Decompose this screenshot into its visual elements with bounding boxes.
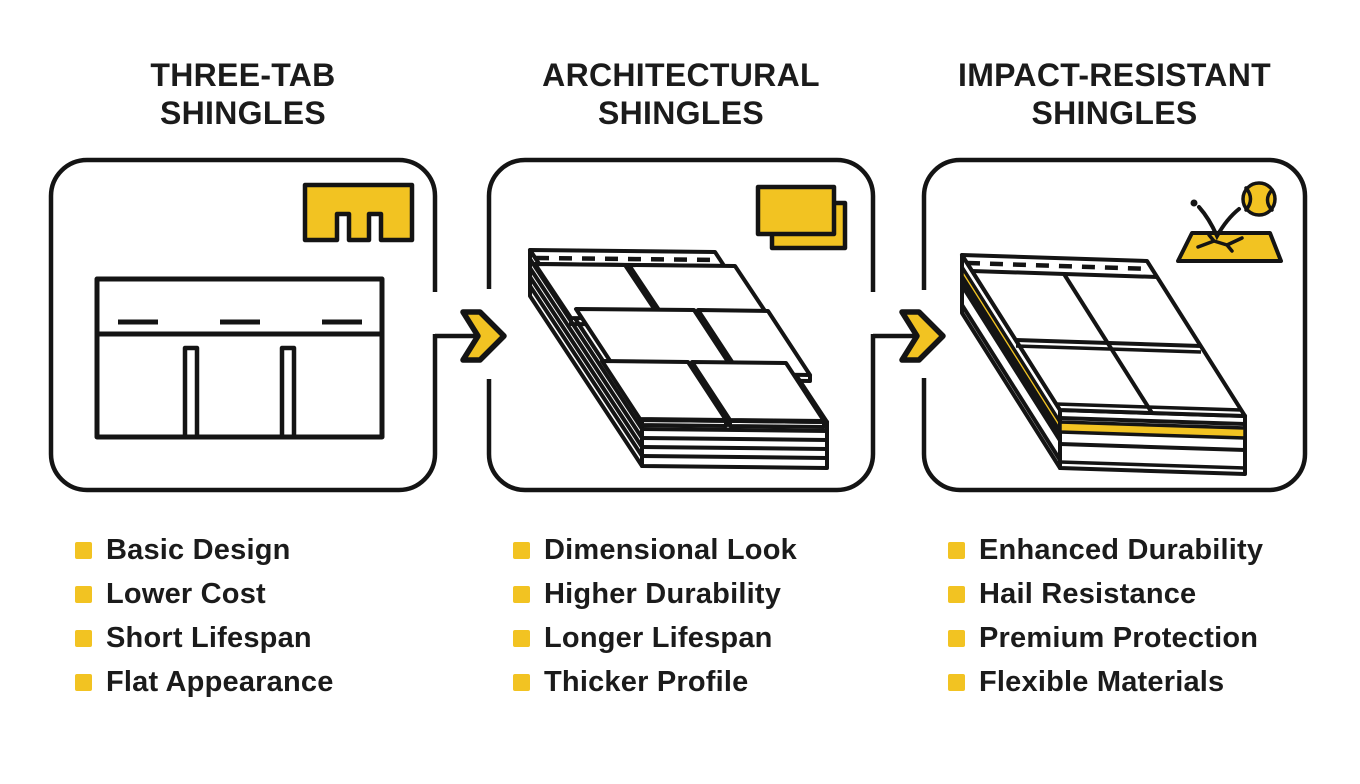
list-item: Flexible Materials (948, 660, 1263, 704)
border-gap (864, 292, 882, 334)
list-item: Premium Protection (948, 616, 1263, 660)
feature-list-three-tab: Basic Design Lower Cost Short Lifespan F… (75, 528, 334, 704)
border-gap (426, 292, 444, 334)
bullet-square-icon (948, 541, 965, 559)
bullet-square-icon (513, 673, 530, 691)
stacked-shingles-icon (755, 184, 848, 251)
bullet-square-icon (948, 629, 965, 647)
feature-list-impact-resistant: Enhanced Durability Hail Resistance Prem… (948, 528, 1263, 704)
ball-seams (1244, 186, 1274, 212)
list-item: Longer Lifespan (513, 616, 797, 660)
list-item: Hail Resistance (948, 572, 1263, 616)
bullet-square-icon (513, 629, 530, 647)
bullet-square-icon (948, 673, 965, 691)
list-item: Lower Cost (75, 572, 334, 616)
layered-shingle-stack-illustration (528, 248, 829, 470)
bullet-square-icon (75, 585, 92, 603)
bullet-square-icon (75, 541, 92, 559)
arrow-right-icon (460, 309, 507, 363)
trajectory-dot (1190, 199, 1198, 207)
column-title-three-tab: THREE-TAB SHINGLES (150, 57, 336, 131)
column-title-impact-resistant: IMPACT-RESISTANT SHINGLES (958, 57, 1271, 131)
list-item: Short Lifespan (75, 616, 334, 660)
bullet-square-icon (75, 629, 92, 647)
list-item: Thicker Profile (513, 660, 797, 704)
three-tab-shingle-illustration (94, 276, 385, 440)
bullet-square-icon (513, 541, 530, 559)
hail-ball (1241, 181, 1277, 217)
arrow-right-icon (899, 309, 946, 363)
bullet-square-icon (75, 673, 92, 691)
reinforced-shingle-slab-illustration (960, 253, 1247, 476)
crack-marks (1196, 233, 1244, 253)
list-item: Basic Design (75, 528, 334, 572)
list-item: Flat Appearance (75, 660, 334, 704)
bounce-path (1197, 205, 1241, 241)
list-item: Dimensional Look (513, 528, 797, 572)
list-item: Higher Durability (513, 572, 797, 616)
list-item: Enhanced Durability (948, 528, 1263, 572)
bullet-square-icon (948, 585, 965, 603)
bullet-square-icon (513, 585, 530, 603)
feature-list-architectural: Dimensional Look Higher Durability Longe… (513, 528, 797, 704)
three-tab-shingle-icon (302, 182, 415, 243)
column-title-architectural: ARCHITECTURAL SHINGLES (542, 57, 820, 131)
hail-bounce-icon (1176, 181, 1283, 263)
